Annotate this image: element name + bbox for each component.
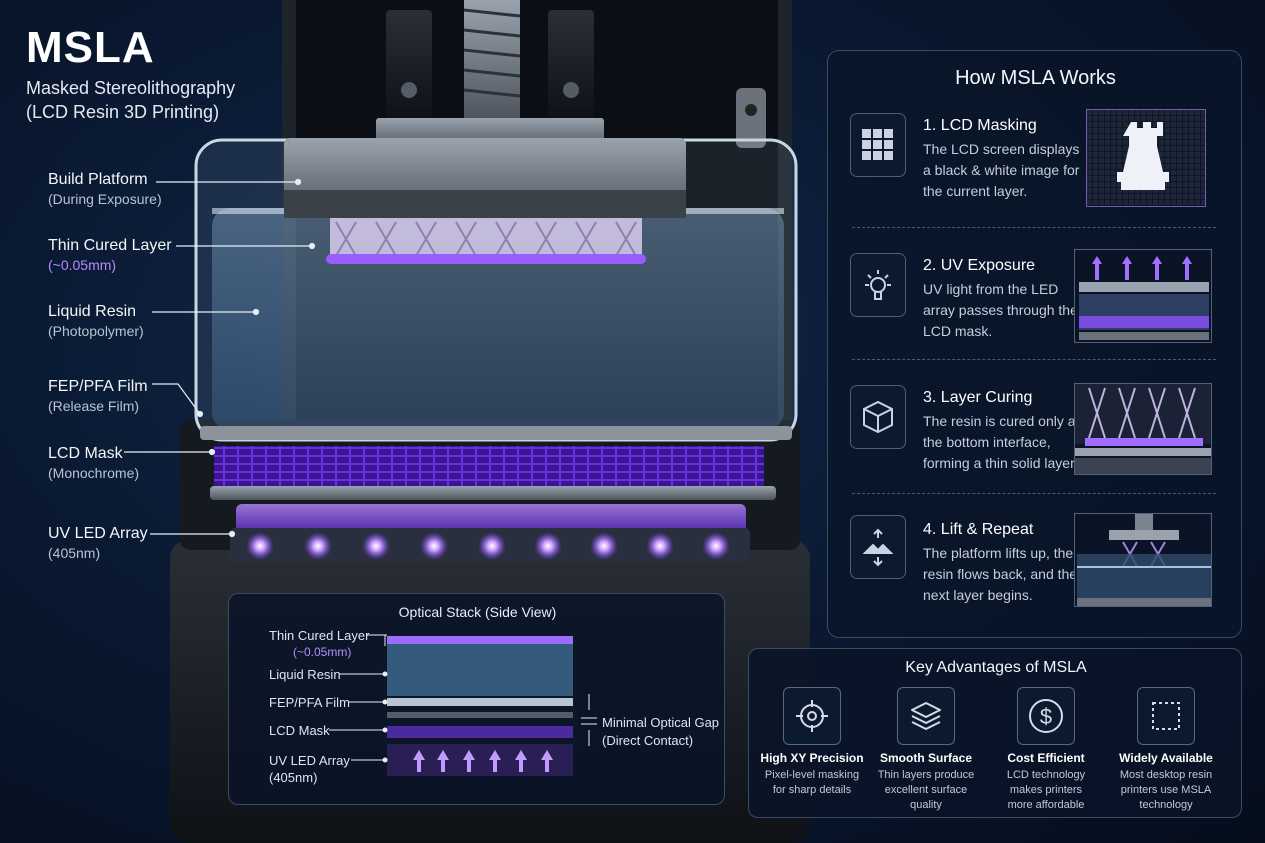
lightbulb-icon [850,253,906,317]
advantage-widely-available: Widely Available Most desktop resin prin… [1107,687,1225,813]
optical-label-liquid-resin: Liquid Resin [269,667,341,682]
uv-exposure-image [1074,249,1212,343]
label-uv-led-array: UV LED Array(405nm) [48,525,148,561]
step-divider [852,493,1216,494]
lift-repeat-image [1074,513,1212,607]
advantages-title: Key Advantages of MSLA [905,659,1087,676]
advantages-panel: Key Advantages of MSLA High XY Precision… [748,648,1242,818]
advantage-smooth-surface: Smooth Surface Thin layers produce excel… [867,687,985,813]
chess-rook-mask-image [1086,109,1206,207]
target-icon [783,687,841,745]
step-divider [852,227,1216,228]
optical-label-cured-layer-sub: (~0.05mm) [293,645,352,659]
step-4-title: 4. Lift & Repeat [923,521,1034,538]
step-2-desc: UV light from the LED array passes throu… [923,281,1078,339]
page-title: MSLA [26,23,155,72]
optical-stack-illustration [329,634,597,776]
optical-stack-panel: Optical Stack (Side View) Thin Cured Lay… [228,593,725,805]
label-build-platform: Build Platform(During Exposure) [48,171,162,207]
page-subtitle-line1: Masked Stereolithography [26,78,236,98]
svg-text:$: $ [1040,704,1052,729]
optical-label-uv-led-sub: (405nm) [269,770,318,785]
optical-label-cured-layer: Thin Cured Layer [269,628,370,643]
step-4-desc: The platform lifts up, the resin flows b… [923,545,1078,603]
optical-gap-label: Minimal Optical Gap [602,715,720,730]
advantage-cost-efficient: $ Cost Efficient LCD technology makes pr… [987,687,1105,813]
label-thin-cured-layer: Thin Cured Layer(~0.05mm) [48,237,172,273]
advantage-xy-precision: High XY Precision Pixel-level masking fo… [753,687,871,798]
step-divider [852,359,1216,360]
how-it-works-panel: How MSLA Works 1. LCD Masking The LCD sc… [827,50,1242,638]
layers-icon [897,687,955,745]
cube-icon [850,385,906,449]
grid-icon [850,113,906,177]
optical-label-fep-film: FEP/PFA Film [269,695,350,710]
step-3-title: 3. Layer Curing [923,389,1033,406]
lift-icon [850,515,906,579]
label-fep-film: FEP/PFA Film(Release Film) [48,378,148,414]
optical-stack-title: Optical Stack (Side View) [398,604,557,620]
optical-gap-sub: (Direct Contact) [602,733,694,748]
step-3-desc: The resin is cured only at the bottom in… [923,413,1080,471]
optical-label-lcd-mask: LCD Mask [269,723,330,738]
optical-label-uv-led: UV LED Array [269,753,350,768]
layer-curing-image [1074,383,1212,475]
dashed-square-icon [1137,687,1195,745]
dollar-icon: $ [1017,687,1075,745]
step-2-title: 2. UV Exposure [923,257,1036,274]
page-subtitle-line2: (LCD Resin 3D Printing) [26,102,220,122]
label-lcd-mask: LCD Mask(Monochrome) [48,445,140,481]
how-it-works-title: How MSLA Works [955,67,1116,89]
label-liquid-resin: Liquid Resin(Photopolymer) [48,303,144,339]
step-1-desc: The LCD screen displays a black & white … [923,141,1080,199]
step-1-title: 1. LCD Masking [923,117,1037,134]
